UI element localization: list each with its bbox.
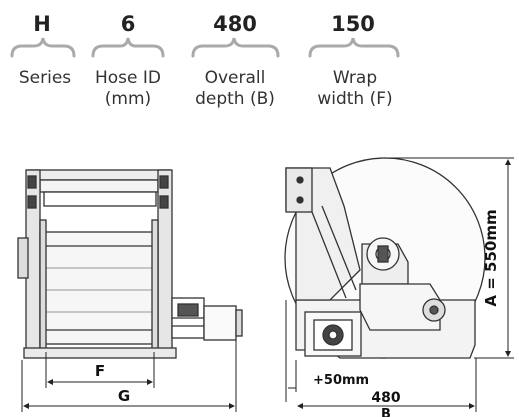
series-code: H bbox=[33, 12, 51, 36]
depth-caption-line1: Overall bbox=[204, 68, 266, 88]
dim-offset-label: +50mm bbox=[313, 373, 369, 388]
wrap-code: 150 bbox=[331, 12, 375, 36]
front-view bbox=[17, 169, 243, 359]
dim-f-label: F bbox=[95, 362, 105, 380]
hose-id-caption-line1: Hose ID bbox=[94, 68, 161, 88]
dim-a-label: A = 550mm bbox=[482, 209, 500, 306]
side-view bbox=[284, 157, 486, 359]
dim-b-label: B bbox=[381, 407, 391, 417]
hose-id-code: 6 bbox=[120, 12, 136, 36]
dim-b-value: 480 bbox=[371, 390, 400, 406]
side-dimensions bbox=[285, 157, 514, 412]
dim-g-label: G bbox=[118, 387, 130, 405]
series-caption: Series bbox=[18, 68, 72, 88]
depth-code: 480 bbox=[213, 12, 257, 36]
front-dimensions bbox=[21, 340, 237, 412]
wrap-caption-line1: Wrap bbox=[332, 68, 378, 88]
wrap-caption-line2: width (F) bbox=[317, 89, 393, 109]
depth-caption-line2: depth (B) bbox=[195, 89, 275, 109]
hose-id-caption-line2: (mm) bbox=[104, 89, 152, 109]
